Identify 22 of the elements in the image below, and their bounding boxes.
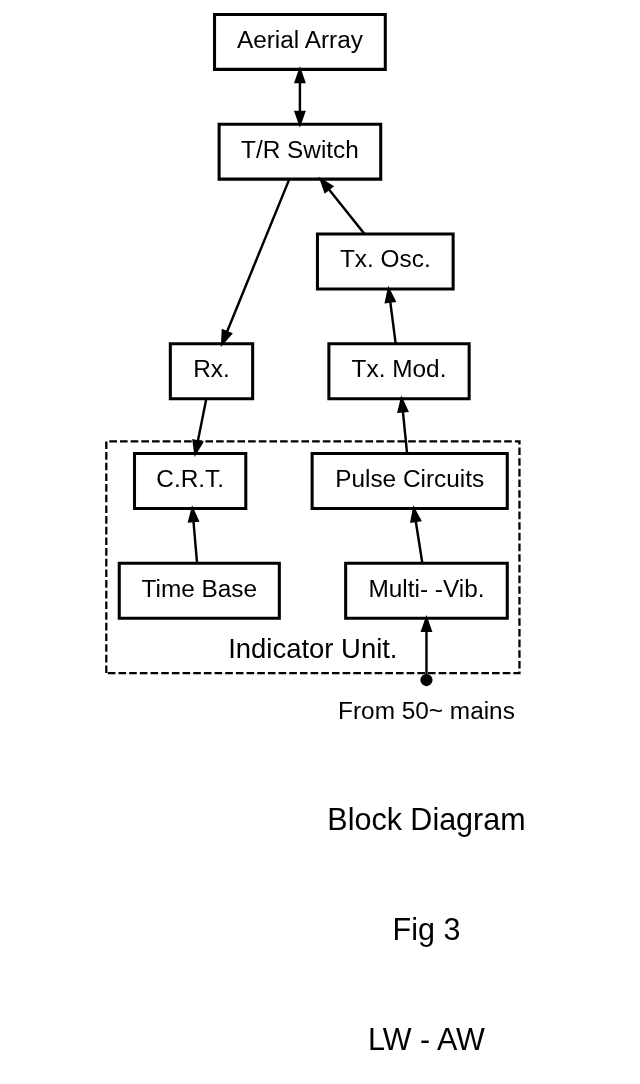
label: Fig 3	[392, 911, 460, 946]
node-box: T/R Switch	[217, 122, 382, 181]
node-box: Multi- -Vib.	[343, 561, 509, 620]
arrow	[191, 398, 207, 458]
arrow	[419, 615, 433, 687]
node-box: C.R.T.	[132, 452, 247, 510]
arrow	[293, 66, 306, 128]
node-text: From 50~ mains	[337, 696, 515, 724]
node-box: Pulse Circuits	[310, 452, 509, 510]
label: Block Diagram	[326, 802, 526, 837]
arrow	[383, 285, 397, 344]
arrow	[187, 505, 200, 564]
arrow	[220, 178, 290, 347]
label: LW - AW	[367, 1021, 485, 1056]
arrow	[396, 395, 409, 454]
node-box: Tx. Mod.	[326, 342, 471, 401]
arrow	[318, 176, 365, 235]
arrow	[409, 505, 424, 564]
node-box: Tx. Osc.	[315, 232, 455, 291]
node-box: Time Base	[117, 561, 281, 620]
node-box: Rx.	[168, 342, 254, 401]
node-box: Aerial Array	[212, 12, 387, 71]
